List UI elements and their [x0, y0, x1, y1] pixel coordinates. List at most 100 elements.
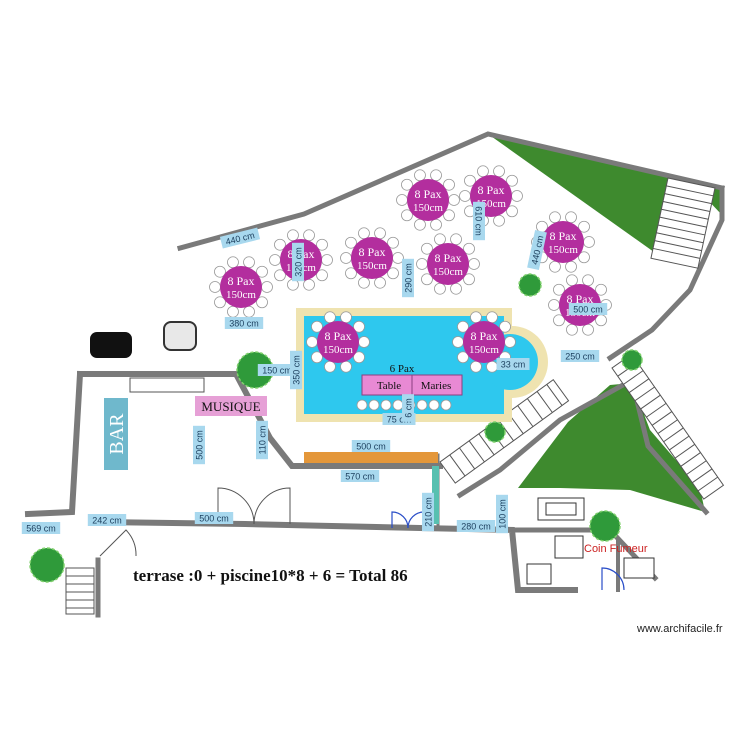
chair-icon — [511, 190, 523, 202]
dimension-label: 110 cm — [256, 420, 268, 460]
chair-icon — [392, 252, 404, 264]
table-top — [542, 221, 584, 263]
svg-text:6 cm: 6 cm — [404, 398, 414, 418]
shrub-icon — [621, 349, 643, 371]
chair-icon — [340, 311, 352, 324]
dimension-label: 500 cm — [568, 303, 608, 315]
chair-icon — [553, 283, 565, 296]
dimension-label: 320 cm — [292, 242, 304, 282]
dimension-label: 500 cm — [193, 425, 205, 465]
chair-icon — [457, 351, 469, 364]
chair-icon — [209, 281, 221, 293]
svg-text:380 cm: 380 cm — [229, 319, 259, 329]
dimension-label: 380 cm — [224, 317, 264, 329]
chair-icon — [287, 229, 299, 242]
chair-icon — [452, 336, 464, 348]
chair-icon — [493, 214, 505, 227]
music-area — [195, 396, 267, 416]
chair-icon — [549, 211, 561, 224]
car-grey — [163, 321, 197, 351]
wall-terrace — [77, 371, 443, 469]
svg-text:250 cm: 250 cm — [565, 352, 595, 362]
chair-icon — [311, 351, 323, 364]
table-size-label: 150cm — [548, 244, 578, 256]
svg-text:290 cm: 290 cm — [404, 263, 414, 293]
chair-icon — [324, 311, 336, 324]
chair-icon — [493, 165, 505, 178]
chair-icon — [459, 190, 471, 202]
chair-icon — [353, 351, 365, 364]
chair-icon — [321, 254, 333, 266]
chair-icon — [306, 336, 318, 348]
chair-icon — [582, 274, 594, 287]
table-size-label: 150cm — [323, 344, 353, 356]
long-table-pax: 6 Pax — [390, 363, 415, 375]
dimension-label: 33 cm — [496, 358, 530, 370]
chair-icon — [303, 229, 315, 242]
dimension-label: 210 cm — [422, 492, 434, 532]
shrub-icon — [589, 510, 621, 542]
wall-top — [176, 131, 725, 252]
chair-icon — [421, 273, 433, 286]
door-left — [99, 529, 137, 557]
dimension-label: 150 cm — [257, 364, 297, 376]
svg-text:350 cm: 350 cm — [292, 355, 302, 385]
chair-icon — [243, 305, 255, 318]
chair-icon — [316, 238, 328, 251]
chair-icon — [468, 258, 480, 270]
chair-icon — [261, 281, 273, 293]
table-top — [220, 266, 262, 308]
long-table-right — [411, 374, 463, 396]
chair-icon — [553, 314, 565, 327]
shrubs — [29, 273, 643, 583]
svg-text:210 cm: 210 cm — [424, 497, 434, 527]
chair-icon — [421, 242, 433, 255]
chair-icon — [358, 227, 370, 240]
grass-area-right — [518, 383, 705, 512]
chair-icon — [214, 296, 226, 309]
chair-icon — [430, 169, 442, 182]
chair-icon — [387, 267, 399, 280]
chair-icon — [470, 360, 482, 373]
svg-text:242 cm: 242 cm — [92, 516, 122, 526]
dimension-label: 6 cm — [402, 394, 414, 422]
chair-icon — [504, 336, 516, 348]
chair-icon — [374, 276, 386, 289]
chair-icon — [303, 278, 315, 291]
chair-icon — [256, 265, 268, 278]
dimension-label: 242 cm — [87, 514, 127, 526]
chair-icon — [565, 260, 577, 273]
table-top — [427, 243, 469, 285]
stairs-top-right — [650, 177, 716, 269]
shrub-icon — [518, 273, 542, 297]
chair-icon — [387, 236, 399, 249]
dimension-label: 350 cm — [290, 350, 302, 390]
table-pax-label: 8 Pax — [567, 292, 594, 306]
table-size-label: 150cm — [357, 260, 387, 272]
dimension-label: 280 cm — [456, 520, 496, 532]
chair-icon — [396, 194, 408, 206]
chair-icon — [477, 165, 489, 178]
chair-icon — [463, 273, 475, 286]
svg-text:110 cm: 110 cm — [258, 426, 268, 455]
chair-icon — [506, 174, 518, 187]
chair-icon — [345, 236, 357, 249]
svg-text:500 cm: 500 cm — [199, 514, 229, 524]
dimension-label: 290 cm — [402, 258, 414, 298]
svg-text:500 cm: 500 cm — [356, 442, 386, 452]
wall-right-upper — [606, 185, 725, 362]
shrub-icon — [29, 547, 65, 583]
table-size-label: 150cm — [413, 202, 443, 214]
chair-icon — [243, 256, 255, 269]
svg-text:75 cm: 75 cm — [387, 415, 412, 425]
chair-icon — [549, 260, 561, 273]
chair-icon — [450, 282, 462, 295]
svg-text:610 cm: 610 cm — [474, 206, 484, 236]
chair-icon — [311, 320, 323, 333]
